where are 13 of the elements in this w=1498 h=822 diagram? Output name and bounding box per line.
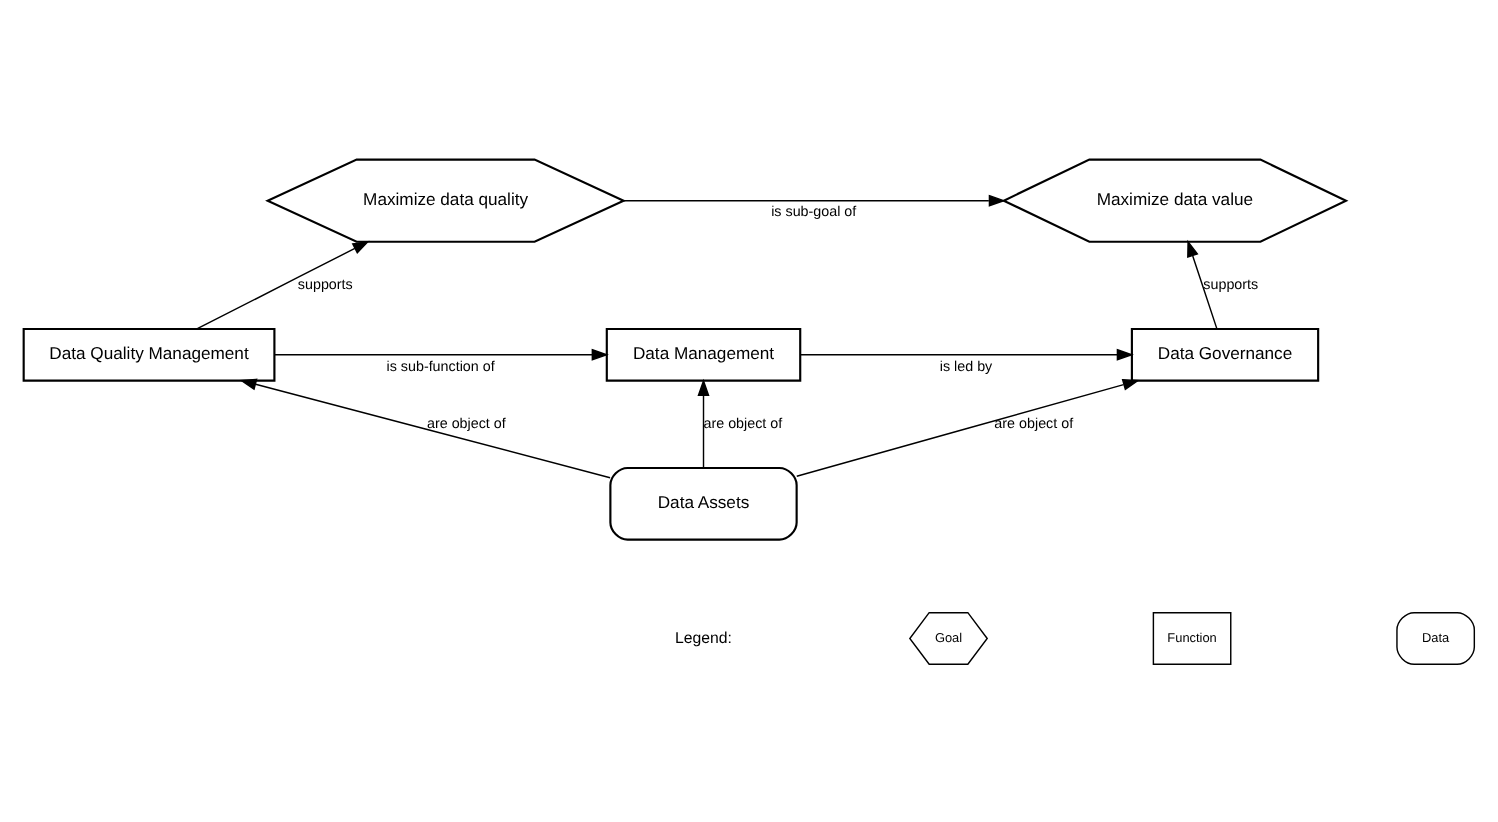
arrow bbox=[1187, 238, 1218, 329]
arrow bbox=[697, 377, 710, 468]
node-box: Data Management bbox=[605, 326, 802, 381]
node-box: Data Quality Management bbox=[22, 326, 276, 381]
arrow bbox=[799, 347, 1134, 360]
arrow bbox=[196, 239, 370, 329]
arrow bbox=[622, 193, 1006, 206]
node-box: Data Governance bbox=[1130, 326, 1320, 381]
arrow bbox=[274, 347, 609, 360]
label: Legend: bbox=[675, 627, 732, 646]
arrow bbox=[239, 377, 611, 478]
arrow bbox=[796, 377, 1140, 476]
node-box: Data Assets bbox=[609, 465, 798, 540]
